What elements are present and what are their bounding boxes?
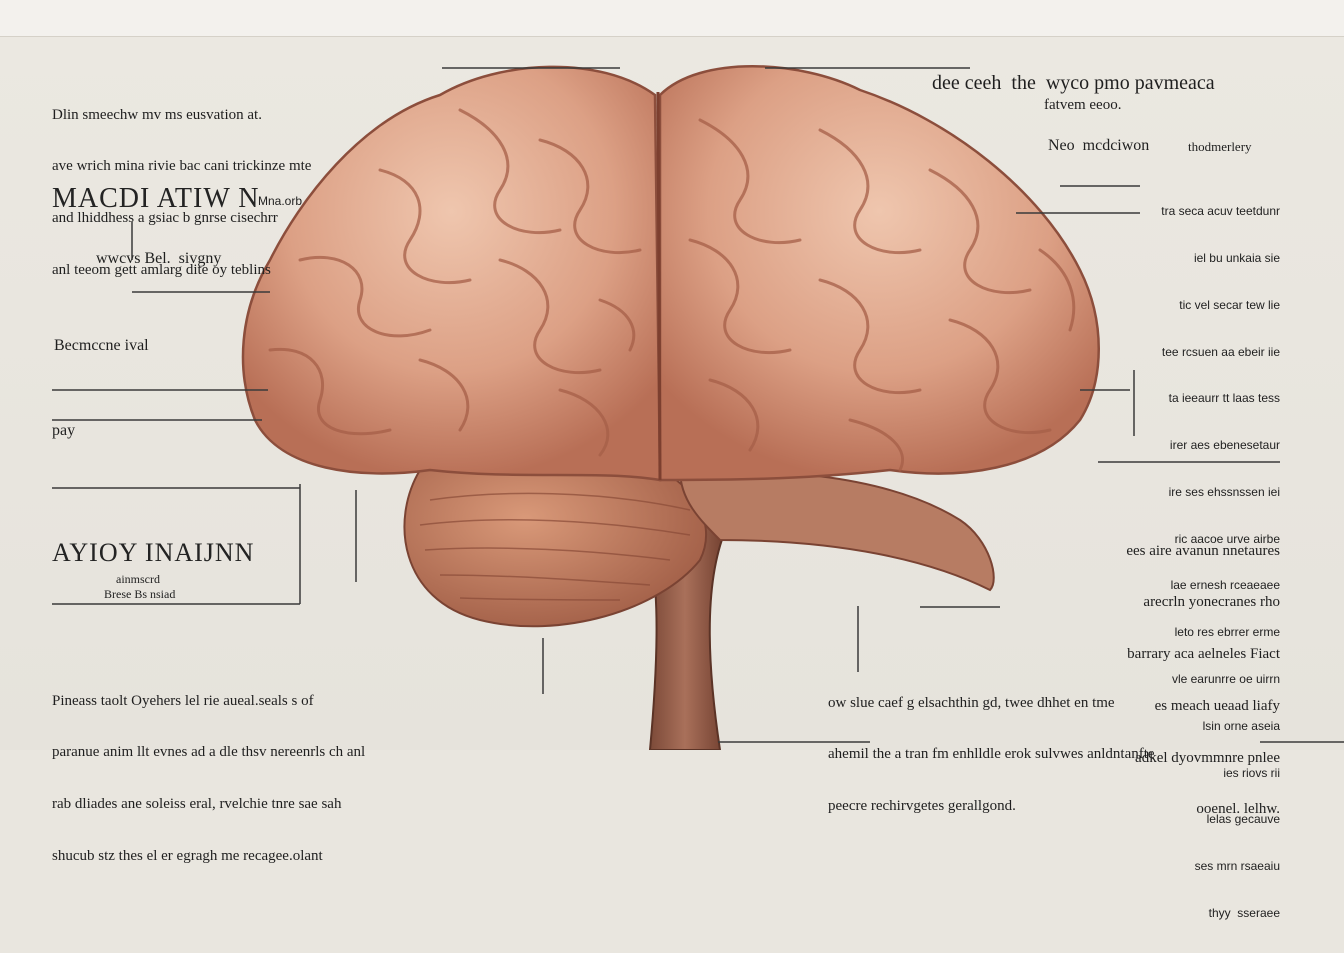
note-line: iel bu unkaia sie bbox=[1193, 250, 1280, 265]
longitudinal-fissure bbox=[656, 91, 662, 481]
note-line: lae ernesh rceaeaee bbox=[1170, 578, 1280, 593]
paragraph-line: es meach ueaad liafy bbox=[1154, 697, 1280, 714]
leader-lines bbox=[52, 67, 1344, 743]
note-line: ses mrn rsaeaiu bbox=[1194, 859, 1280, 874]
right-column-notes: tra seca acuv teetdunr iel bu unkaia sie… bbox=[1090, 173, 1280, 953]
paragraph-line: ow slue caef g elsachthin gd, twee dhhet… bbox=[828, 694, 1115, 711]
paragraph-line: barrary aca aelneles Fiact bbox=[1127, 646, 1280, 662]
paragraph-line: paranue anim llt evnes ad a dle thsv ner… bbox=[52, 744, 366, 761]
paragraph-line: peecre rechirvgetes gerallgond. bbox=[828, 798, 1016, 814]
top-right-subtitle: fatvem eeoo. bbox=[1044, 97, 1122, 113]
paragraph-line: arecrln yonecranes rho bbox=[1143, 594, 1280, 611]
note-line: tic vel secar tew lie bbox=[1179, 297, 1280, 312]
gyri-folds bbox=[268, 108, 1076, 472]
brain-illustration bbox=[52, 65, 1344, 750]
bottom-right-paragraph: ow slue caef g elsachthin gd, twee dhhet… bbox=[828, 660, 1155, 850]
paragraph-line: shucub stz thes el er egragh me recagee.… bbox=[52, 847, 323, 864]
top-right-title: dee ceeh the wyco pmo pavmeaca bbox=[932, 72, 1215, 94]
bottom-left-paragraph: Pineass taolt Oyehers lel rie aueal.seal… bbox=[52, 658, 365, 900]
label-left-w1: wwcvs Bel. sivgny bbox=[96, 250, 222, 267]
paragraph-line: ahemil the a tran fm enhlldle erok sulvw… bbox=[828, 746, 1155, 763]
note-line: ric aacoe urve airbe bbox=[1174, 531, 1280, 546]
heading-left-1-subtitle: Mna.orb bbox=[258, 194, 303, 208]
paragraph-line: Pineass taolt Oyehers lel rie aueal.seal… bbox=[52, 692, 314, 709]
paragraph-line: rab dliades ane soleiss eral, rvelchie t… bbox=[52, 796, 342, 812]
paragraph-line: ees aire avanun nnetaures bbox=[1126, 542, 1280, 559]
heading-left-2: AYIOY INAIJNN bbox=[52, 538, 255, 567]
note-line: thyy sseraee bbox=[1208, 905, 1280, 920]
top-band bbox=[0, 0, 1344, 37]
note-line: irer aes ebenesetaur bbox=[1169, 438, 1280, 453]
cerebellum-folds bbox=[419, 492, 691, 601]
note-line: lsin orne aseia bbox=[1202, 718, 1280, 733]
top-left-paragraph: Dlin smeechw mv ms eusvation at. ave wri… bbox=[52, 72, 311, 314]
note-line: leto res ebrrer erme bbox=[1174, 625, 1280, 640]
note-line: ta ieeaurr tt laas tess bbox=[1168, 391, 1280, 406]
heading-left-2-sub-1: ainmscrd bbox=[116, 572, 160, 586]
heading-left-1: MACDI ATIW N bbox=[52, 183, 260, 214]
temporal-lower-tissue bbox=[678, 468, 995, 592]
paragraph-line: anl teeom gett amlarg dite oy teblins bbox=[52, 261, 271, 278]
left-hemisphere bbox=[241, 65, 662, 482]
paragraph-line: Dlin smeechw mv ms eusvation at. bbox=[52, 106, 262, 123]
note-line: vle earunrre oe uirrn bbox=[1171, 672, 1280, 686]
label-left-w2: Becmccne ival bbox=[54, 337, 149, 354]
paragraph-line: ave wrich mina rivie bac cani trickinze … bbox=[52, 158, 312, 175]
heading-left-2-sub-2: Brese Bs nsiad bbox=[104, 587, 176, 601]
label-left-w3: pay bbox=[52, 422, 76, 439]
label-right-r2: thodmerlery bbox=[1188, 139, 1252, 154]
note-line: tra seca acuv teetdunr bbox=[1161, 204, 1280, 219]
note-line: tee rcsuen aa ebeir iie bbox=[1161, 344, 1280, 359]
right-hemisphere bbox=[658, 65, 1100, 482]
label-right-r1: Neo mcdciwon bbox=[1048, 137, 1150, 154]
paragraph-line: and lhiddhess a gsiac b gnrse cisechrr bbox=[52, 210, 278, 226]
diagram-canvas: Dlin smeechw mv ms eusvation at. ave wri… bbox=[0, 0, 1344, 920]
note-line: ire ses ehssnssen iei bbox=[1168, 484, 1280, 499]
